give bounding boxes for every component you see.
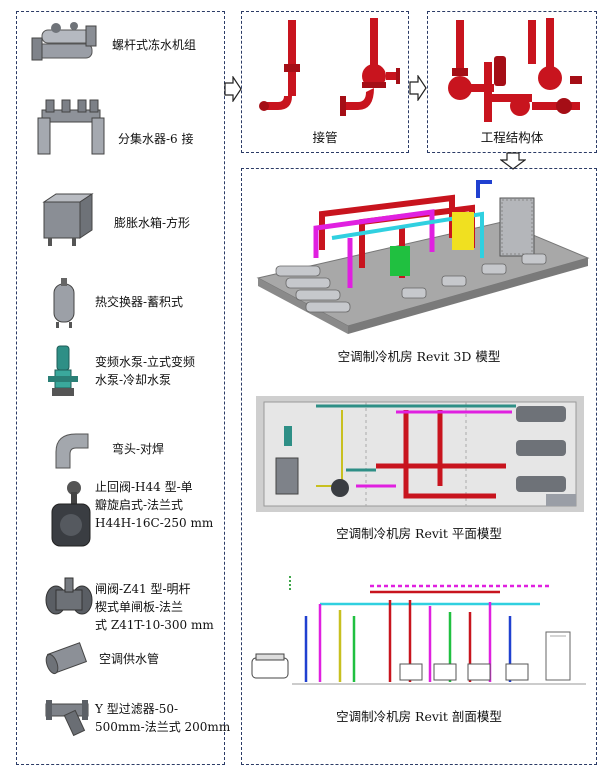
heat-exchanger-icon — [53, 278, 75, 328]
component-label-expansion-tank: 膨胀水箱-方形 — [114, 216, 191, 230]
supply-pipe-icon — [45, 642, 88, 675]
component-label-supply-pipe: 空调供水管 — [99, 652, 160, 666]
flow-arrow-right-1 — [224, 76, 242, 102]
revit-3d-model-render — [256, 180, 590, 334]
revit-plan-model-render — [256, 396, 584, 512]
component-label-check-valve-line2: 瓣旋启式-法兰式 — [95, 498, 184, 512]
component-label-pump-line1: 变频水泵-立式变频 — [95, 355, 196, 369]
component-label-heat-exchanger: 热交换器-蓄积式 — [95, 295, 184, 309]
component-label-check-valve-line1: 止回阀-H44 型-单 — [95, 480, 193, 494]
engineering-structure-render — [448, 18, 582, 122]
pump-icon — [48, 345, 78, 396]
component-label-y-strainer-line1: Y 型过滤器-50- — [95, 702, 179, 716]
pipe-connection-render — [259, 18, 400, 116]
revit-3d-model-caption: 空调制冷机房 Revit 3D 模型 — [337, 349, 501, 364]
elbow-icon — [55, 433, 89, 469]
component-label-pump-line2: 水泵-冷却水泵 — [95, 373, 172, 387]
engineering-structure-caption: 工程结构体 — [480, 130, 544, 145]
component-label-gate-valve-line2: 楔式单闸板-法兰 — [95, 600, 184, 614]
component-label-gate-valve-line3: 式 Z41T-10-300 mm — [95, 618, 214, 632]
revit-section-model-render — [251, 576, 586, 685]
expansion-tank-icon — [42, 193, 94, 246]
flow-arrow-right-2 — [409, 75, 427, 101]
flow-arrow-down — [500, 152, 526, 170]
component-label-check-valve-line3: H44H-16C-250 mm — [95, 516, 214, 530]
revit-models-box — [241, 168, 597, 765]
component-library-panel — [16, 11, 225, 765]
component-label-screw-chiller: 螺杆式冻水机组 — [112, 38, 197, 52]
water-distributor-icon — [37, 99, 105, 155]
component-label-elbow: 弯头-对焊 — [112, 442, 165, 456]
y-strainer-icon — [45, 700, 89, 737]
component-label-y-strainer-line2: 500mm-法兰式 200mm — [95, 720, 231, 734]
pipe-connection-caption: 接管 — [312, 130, 338, 145]
revit-section-model-caption: 空调制冷机房 Revit 剖面模型 — [336, 709, 502, 724]
component-label-gate-valve-line1: 闸阀-Z41 型-明杆 — [95, 582, 191, 596]
screw-chiller-icon — [31, 22, 97, 61]
gate-valve-icon — [45, 577, 93, 615]
check-valve-icon — [51, 481, 91, 547]
component-label-water-distributor: 分集水器-6 接 — [118, 132, 194, 146]
revit-plan-model-caption: 空调制冷机房 Revit 平面模型 — [336, 526, 502, 541]
pipe-connection-box — [241, 11, 409, 153]
